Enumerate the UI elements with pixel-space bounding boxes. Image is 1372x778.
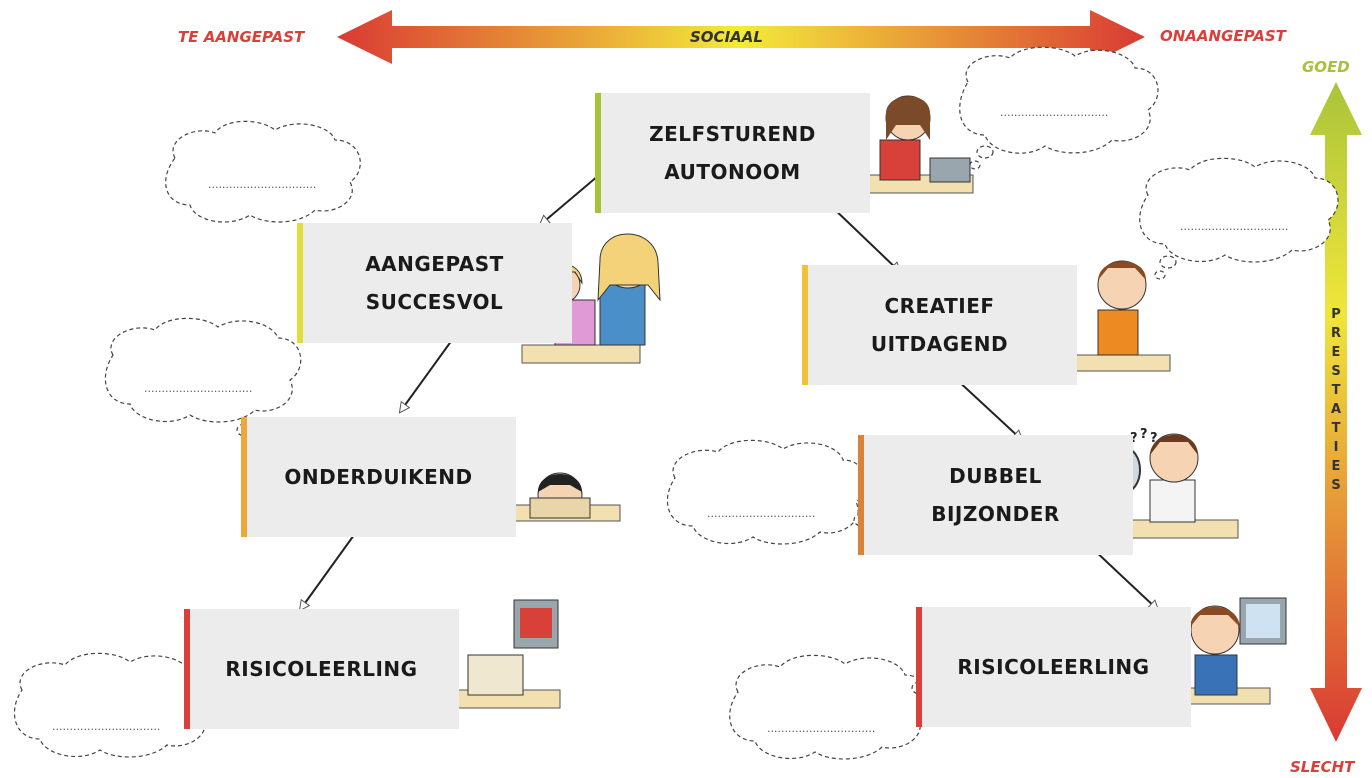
cloud-placeholder[interactable]: ............................... xyxy=(1180,220,1289,233)
student-illustration-risk-right xyxy=(1174,597,1287,705)
thought-cloud xyxy=(666,439,882,545)
cloud-placeholder[interactable]: ............................... xyxy=(1000,106,1109,119)
arrow-creative-to-double xyxy=(954,377,1022,440)
student-illustration-submerging xyxy=(499,472,621,522)
performance-axis-bottom-label: SLECHT xyxy=(1290,758,1355,776)
profile-risk-right-line1: RISICOLEERLING xyxy=(957,655,1150,679)
arrow-double-to-risk xyxy=(1091,547,1158,610)
profile-risk-left-line1: RISICOLEERLING xyxy=(225,657,418,681)
performance-axis-letter: T xyxy=(1331,383,1341,398)
profile-double-exceptional-line2: BIJZONDER xyxy=(931,502,1060,526)
performance-axis-letter: I xyxy=(1333,440,1339,455)
profile-double-exceptional-line1: DUBBEL xyxy=(949,464,1042,488)
empty-desk-illustration-left xyxy=(439,599,561,709)
svg-text:?: ? xyxy=(1150,431,1158,446)
student-illustration-autonomous xyxy=(847,95,974,194)
profile-creative-line1: CREATIEF xyxy=(884,294,995,318)
thought-cloud xyxy=(959,46,1159,170)
svg-text:?: ? xyxy=(1130,431,1138,446)
profile-adjusted-line2: SUCCESVOL xyxy=(365,290,504,314)
profile-creative: CREATIEF UITDAGEND xyxy=(802,265,1077,385)
arrow-submerging-to-risk xyxy=(300,534,355,610)
color-bar xyxy=(241,417,247,537)
cloud-placeholder[interactable]: ............................... xyxy=(767,722,876,735)
arrow-adjusted-to-submerging xyxy=(400,339,453,412)
performance-axis-letter: E xyxy=(1331,345,1341,360)
social-axis-right-label: ONAANGEPAST xyxy=(1160,27,1286,45)
color-bar xyxy=(184,609,190,729)
performance-axis-letter: R xyxy=(1330,326,1341,341)
performance-axis-letter: A xyxy=(1330,402,1342,417)
performance-axis-arrow xyxy=(1310,82,1362,742)
profile-submerging-line1: ONDERDUIKEND xyxy=(284,465,473,489)
cloud-placeholder[interactable]: ............................... xyxy=(208,178,317,191)
svg-text:?: ? xyxy=(1140,427,1148,442)
color-bar xyxy=(802,265,808,385)
profile-double-exceptional: DUBBEL BIJZONDER xyxy=(858,435,1133,555)
profile-risk-right: RISICOLEERLING xyxy=(916,607,1191,727)
color-bar xyxy=(595,93,601,213)
color-bar xyxy=(916,607,922,727)
profile-creative-line2: UITDAGEND xyxy=(870,332,1009,356)
profile-submerging: ONDERDUIKEND xyxy=(241,417,516,537)
arrow-autonomous-to-adjusted xyxy=(540,169,606,225)
profile-adjusted-line1: AANGEPAST xyxy=(365,252,504,276)
social-axis-title: SOCIAAL xyxy=(690,28,763,46)
thought-cloud xyxy=(729,654,940,760)
performance-axis-letter: E xyxy=(1331,459,1341,474)
profile-self-directed: ZELFSTUREND AUTONOOM xyxy=(595,93,870,213)
color-bar xyxy=(858,435,864,555)
profile-self-directed-line2: AUTONOOM xyxy=(664,160,801,184)
color-bar xyxy=(297,223,303,343)
performance-axis-letter: P xyxy=(1331,307,1341,322)
cloud-placeholder[interactable]: ............................... xyxy=(144,382,253,395)
social-axis-left-label: TE AANGEPAST xyxy=(178,28,305,46)
performance-axis-top-label: GOED xyxy=(1302,58,1350,76)
cloud-placeholder[interactable]: ............................... xyxy=(707,507,816,520)
social-axis-arrow xyxy=(337,10,1145,64)
profile-self-directed-line1: ZELFSTUREND xyxy=(649,122,816,146)
performance-axis-letter: S xyxy=(1331,478,1341,493)
cloud-placeholder[interactable]: ............................... xyxy=(52,720,161,733)
profile-adjusted: AANGEPAST SUCCESVOL xyxy=(297,223,572,343)
profile-risk-left: RISICOLEERLING xyxy=(184,609,459,729)
performance-axis-letter: T xyxy=(1331,421,1341,436)
performance-axis-letter: S xyxy=(1331,364,1341,379)
thought-cloud xyxy=(1139,157,1339,280)
arrow-autonomous-to-creative xyxy=(829,204,900,272)
